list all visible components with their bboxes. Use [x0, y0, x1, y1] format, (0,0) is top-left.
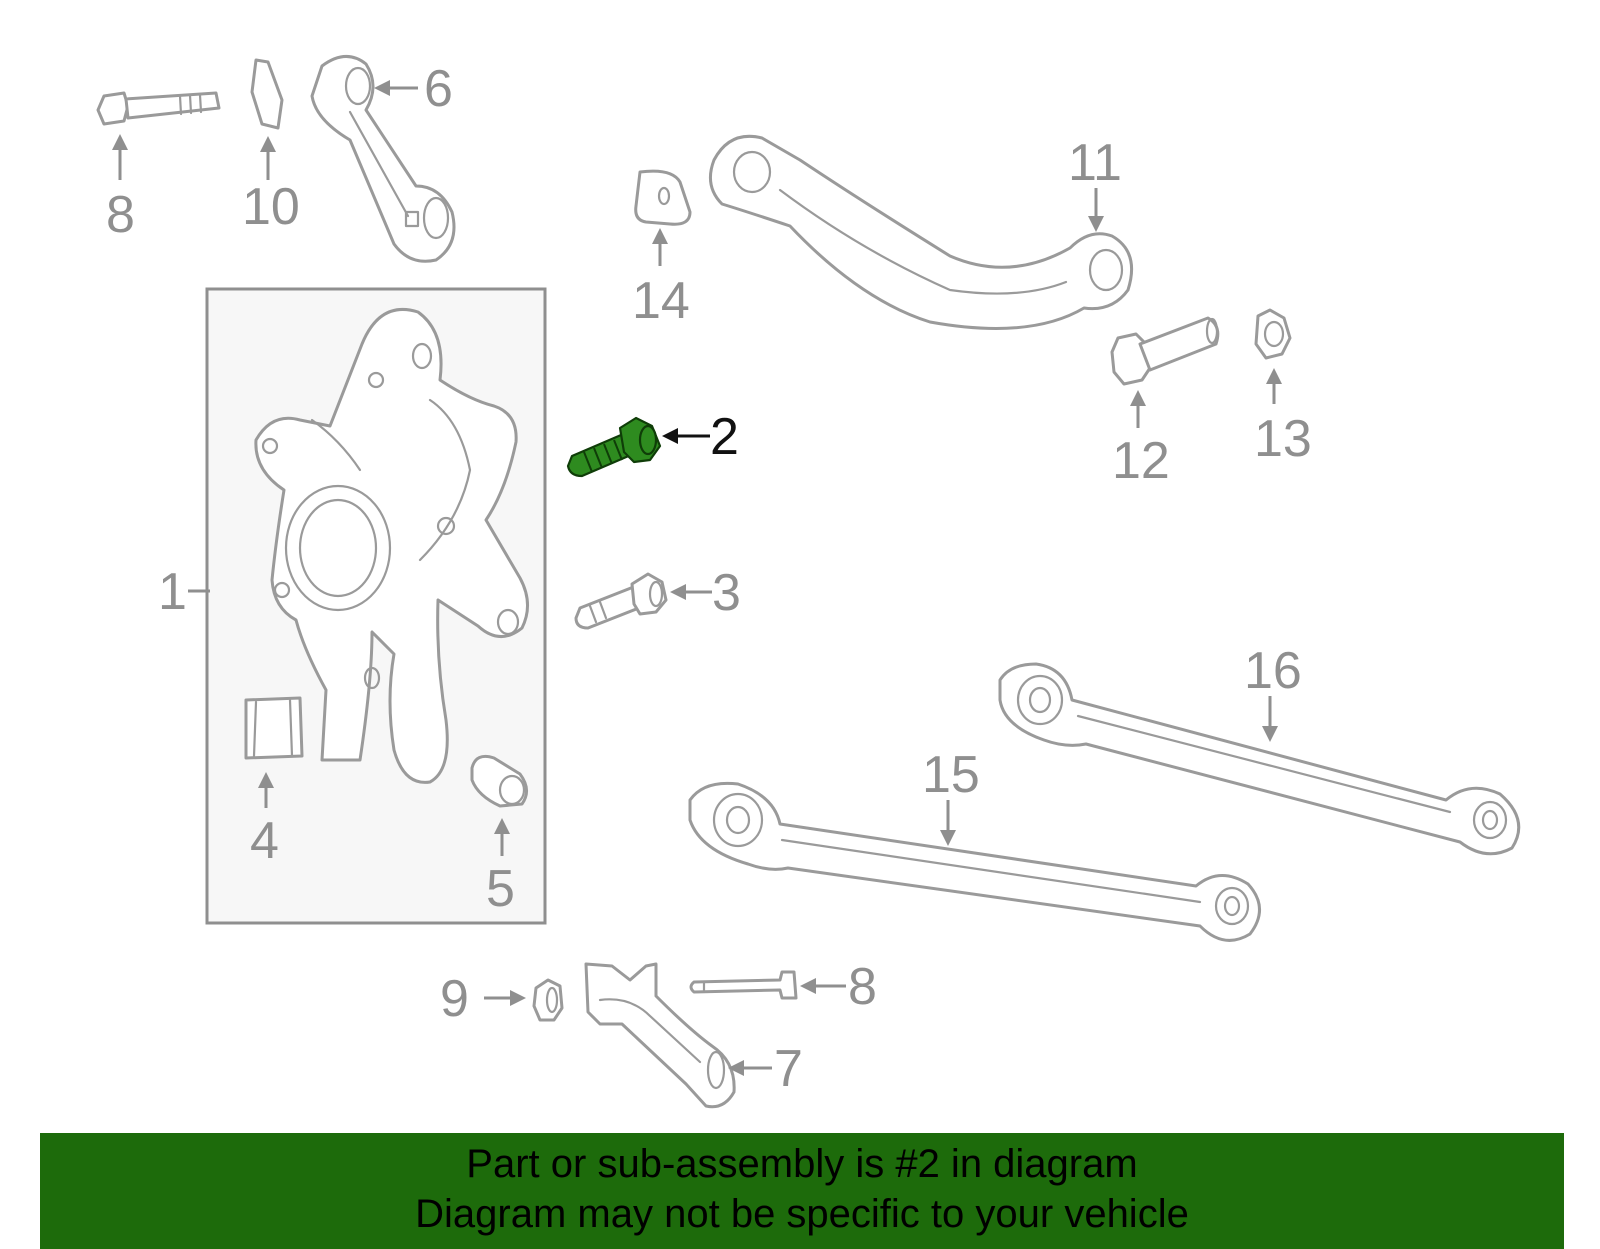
- leader-13: [1266, 368, 1282, 404]
- callout-16: 16: [1244, 642, 1302, 700]
- part-1-knuckle[interactable]: [254, 307, 529, 784]
- callout-7: 7: [774, 1040, 803, 1098]
- callout-5: 5: [486, 860, 515, 918]
- part-12-bolt[interactable]: [1110, 316, 1220, 386]
- callout-9: 9: [440, 970, 469, 1028]
- leader-3: [670, 584, 712, 600]
- callout-8-top: 8: [106, 186, 135, 244]
- leader-12: [1130, 390, 1146, 428]
- part-6-upper-link[interactable]: [310, 55, 456, 263]
- leader-11: [1088, 188, 1104, 232]
- leader-5: [494, 818, 510, 856]
- part-8-bolt-top[interactable]: [96, 91, 221, 126]
- part-8-bolt-lower[interactable]: [689, 970, 798, 1000]
- part-9-nut[interactable]: [532, 978, 564, 1022]
- part-15-lateral-link[interactable]: [688, 781, 1261, 942]
- part-2-bolt-highlighted[interactable]: [566, 416, 662, 478]
- part-10-shim[interactable]: [250, 58, 284, 130]
- part-5-sleeve[interactable]: [470, 754, 528, 808]
- leader-16: [1262, 696, 1278, 742]
- part-13-nut[interactable]: [1254, 308, 1292, 360]
- leader-8-lower: [800, 978, 846, 994]
- leader-2: [662, 428, 710, 444]
- leader-6: [374, 80, 418, 96]
- callout-1: 1: [158, 563, 187, 621]
- callout-15: 15: [922, 746, 980, 804]
- leader-8-top: [112, 134, 128, 180]
- part-4-bushing[interactable]: [244, 696, 304, 760]
- leader-4: [258, 772, 274, 808]
- info-banner: Part or sub-assembly is #2 in diagram Di…: [40, 1133, 1564, 1249]
- banner-line-1: Part or sub-assembly is #2 in diagram: [466, 1142, 1138, 1186]
- callout-10: 10: [242, 178, 300, 236]
- callout-8-lower: 8: [848, 958, 877, 1016]
- part-11-camber-arm[interactable]: [708, 134, 1134, 330]
- callout-13: 13: [1254, 410, 1312, 468]
- callout-2: 2: [710, 408, 739, 466]
- leader-7: [728, 1060, 772, 1076]
- callout-4: 4: [250, 812, 279, 870]
- callout-6: 6: [424, 60, 453, 118]
- leader-9: [484, 990, 526, 1006]
- part-3-bolt[interactable]: [574, 572, 668, 630]
- leader-15: [940, 800, 956, 846]
- part-7-bracket[interactable]: [584, 962, 736, 1109]
- callout-14: 14: [632, 272, 690, 330]
- banner-line-2: Diagram may not be specific to your vehi…: [415, 1192, 1189, 1236]
- part-14-pad[interactable]: [634, 169, 692, 226]
- callout-3: 3: [712, 564, 741, 622]
- part-16-lateral-link[interactable]: [998, 662, 1521, 856]
- callout-12: 12: [1112, 432, 1170, 490]
- parts-diagram: 8 10 6 14 11: [96, 55, 1521, 1109]
- callout-11: 11: [1068, 134, 1122, 192]
- leader-10: [260, 136, 276, 180]
- leader-14: [652, 228, 668, 266]
